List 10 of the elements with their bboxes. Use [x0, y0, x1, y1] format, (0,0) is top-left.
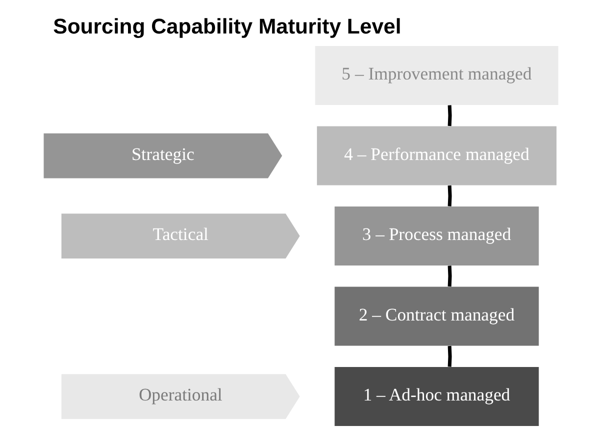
node-box: 3 – Process managed	[334, 206, 539, 266]
connector	[448, 185, 452, 206]
node-box: 1 – Ad-hoc managed	[334, 367, 539, 426]
diagram-title: Sourcing Capability Maturity Level	[53, 14, 402, 39]
node-box: 5 – Improvement managed	[315, 46, 558, 106]
connector	[448, 346, 452, 367]
connector	[448, 105, 452, 126]
connector	[448, 266, 452, 287]
node-box: 2 – Contract managed	[334, 286, 539, 346]
node-box: 4 – Performance managed	[316, 126, 556, 186]
